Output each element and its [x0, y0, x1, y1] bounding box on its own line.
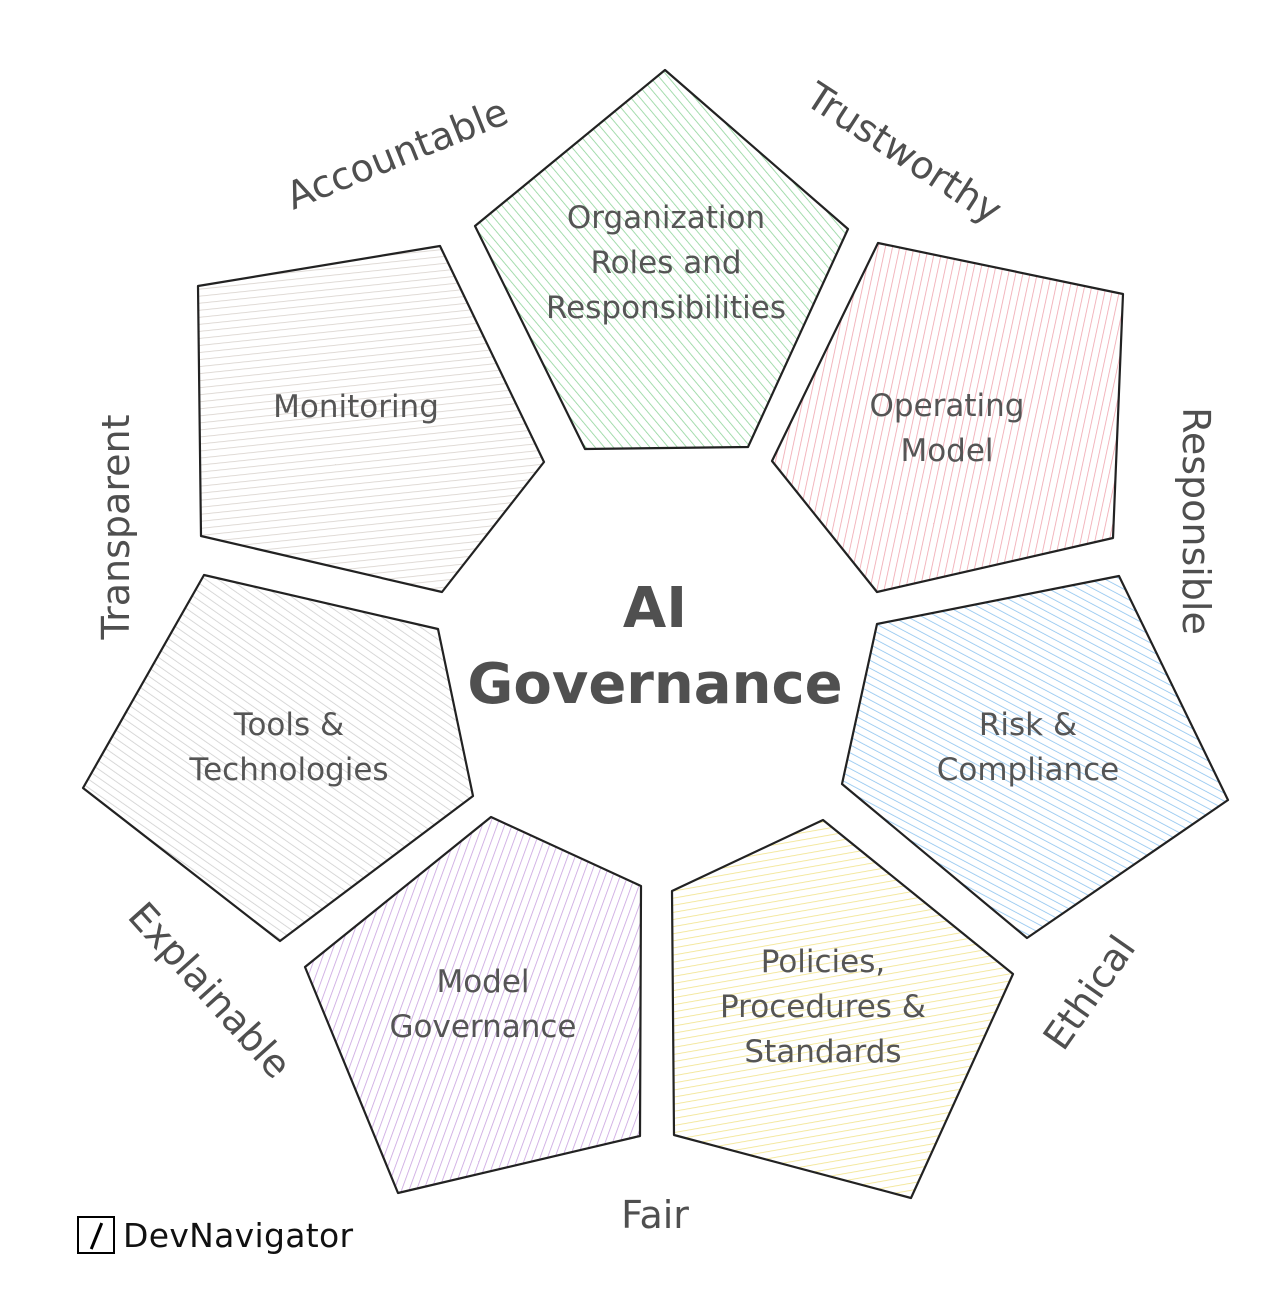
center-title-line1: AI: [623, 576, 687, 641]
segment-risk-compliance: Risk & Compliance: [840, 574, 1230, 940]
ring-label-ethical: Ethical: [1035, 927, 1145, 1057]
segment-label: Tools &: [233, 707, 344, 743]
segment-label: Organization: [567, 200, 765, 236]
segment-operating-model: Operating Model: [770, 241, 1125, 594]
segment-label: Operating: [870, 388, 1025, 424]
ring-label-accountable: Accountable: [280, 90, 514, 219]
ring-label-transparent: Transparent: [94, 415, 138, 641]
brand-name: DevNavigator: [123, 1215, 354, 1255]
segment-label: Risk &: [979, 707, 1077, 743]
segment-label: Model: [436, 964, 529, 1000]
segment-model-governance: Model Governance: [303, 815, 643, 1195]
segment-label: Compliance: [937, 752, 1119, 788]
segment-label: Policies,: [761, 944, 886, 980]
segment-monitoring: Monitoring: [196, 244, 546, 594]
brand-logo: DevNavigator: [77, 1214, 353, 1256]
segment-label: Standards: [744, 1034, 901, 1070]
segment-label: Monitoring: [273, 389, 439, 425]
segment-label: Roles and: [590, 245, 741, 281]
segment-organization-roles: Organization Roles and Responsibilities: [473, 68, 850, 451]
ring-label-trustworthy: Trustworthy: [798, 73, 1010, 232]
slash-icon: [77, 1216, 115, 1254]
segment-label: Responsibilities: [546, 290, 786, 326]
segment-policies-procedures: Policies, Procedures & Standards: [670, 818, 1015, 1200]
segment-label: Model: [900, 433, 993, 469]
segment-label: Procedures &: [720, 989, 926, 1025]
segment-label: Governance: [389, 1009, 576, 1045]
ring-label-fair: Fair: [621, 1193, 689, 1237]
ring-label-responsible: Responsible: [1174, 407, 1218, 635]
segment-label: Technologies: [188, 752, 388, 788]
segment-tools-technologies: Tools & Technologies: [81, 573, 475, 943]
center-title-line2: Governance: [467, 652, 842, 717]
